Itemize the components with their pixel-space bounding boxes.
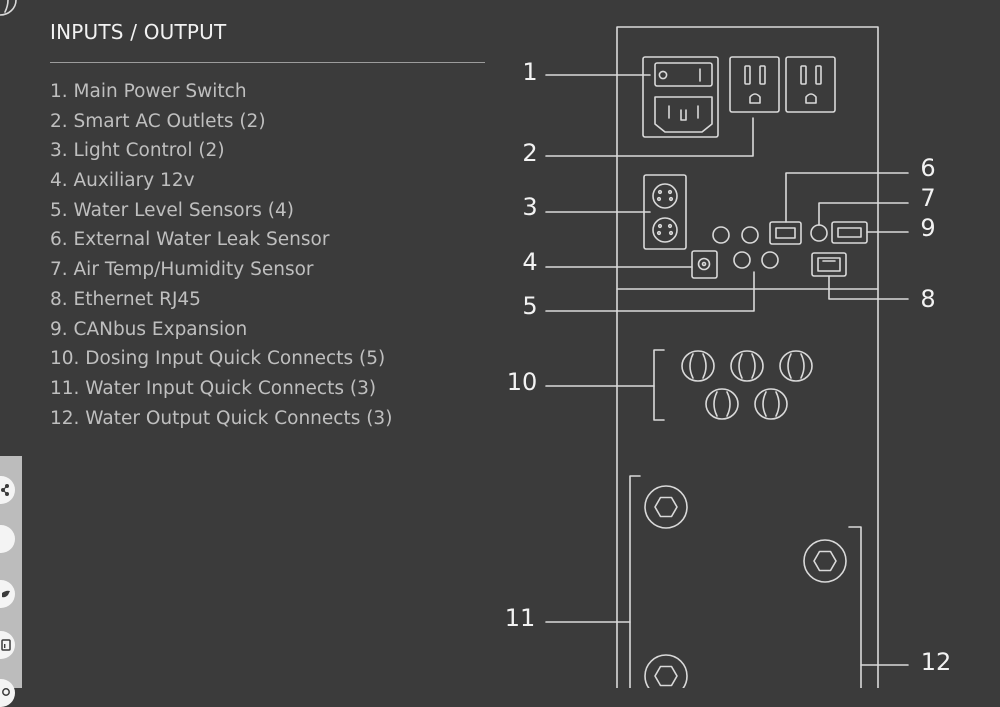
title-divider [50, 62, 485, 63]
legend-item-air-temp-humidity: 7. Air Temp/Humidity Sensor [50, 259, 314, 281]
legend-item-dosing-inputs: 10. Dosing Input Quick Connects (5) [50, 348, 386, 370]
callout-11: 11 [505, 604, 536, 632]
legend-item-smart-ac-outlets: 2. Smart AC Outlets (2) [50, 110, 266, 132]
callout-2: 2 [522, 139, 537, 167]
water-level-sensor-ports-icon [712, 226, 779, 269]
device-panel-outline [616, 26, 879, 688]
callout-8: 8 [920, 285, 935, 313]
temp-humidity-port-icon [810, 224, 828, 242]
circle-icon[interactable] [0, 525, 15, 553]
leak-sensor-port-icon [769, 221, 802, 245]
callout-4: 4 [522, 248, 537, 276]
section-title: INPUTS / OUTPUT [50, 20, 227, 44]
ac-outlets-icon [729, 56, 836, 113]
legend-item-water-outputs: 12. Water Output Quick Connects (3) [50, 407, 393, 429]
callout-5: 5 [522, 292, 537, 320]
callout-12: 12 [921, 648, 952, 676]
dosing-quick-connects-icon [0, 0, 813, 421]
legend-item-water-leak-sensor: 6. External Water Leak Sensor [50, 229, 330, 251]
power-switch-icon [642, 56, 719, 138]
callout-6: 6 [920, 154, 935, 182]
legend-item-water-level-sensors: 5. Water Level Sensors (4) [50, 199, 294, 221]
leader-line-7 [818, 202, 909, 226]
auxiliary-12v-port-icon [691, 250, 718, 279]
leader-line-2 [545, 117, 754, 157]
leader-line-8 [828, 275, 909, 300]
legend-item-main-power-switch: 1. Main Power Switch [50, 81, 247, 102]
twitter-icon[interactable] [0, 580, 15, 608]
share-icon[interactable] [0, 476, 15, 504]
legend-item-water-inputs: 11. Water Input Quick Connects (3) [50, 377, 377, 399]
callout-9: 9 [920, 214, 935, 242]
legend-item-light-control: 3. Light Control (2) [50, 140, 225, 162]
callout-7: 7 [920, 184, 935, 212]
canbus-port-icon [831, 221, 868, 244]
callout-3: 3 [522, 193, 537, 221]
linkedin-icon[interactable] [0, 631, 15, 659]
water-input-fittings-icon [629, 475, 688, 688]
legend-item-canbus: 9. CANbus Expansion [50, 318, 248, 340]
controller-port-diagram: 1 2 3 4 5 6 7 9 8 10 11 12 [0, 0, 952, 688]
ethernet-port-icon [811, 252, 847, 277]
legend-item-ethernet: 8. Ethernet RJ45 [50, 288, 201, 310]
callout-10: 10 [507, 368, 538, 396]
leader-line-6 [785, 172, 909, 223]
leader-line-5 [545, 271, 755, 312]
water-output-fittings-icon [803, 526, 862, 688]
legend-list: 1. Main Power Switch 2. Smart AC Outlets… [50, 77, 392, 433]
callout-1: 1 [522, 58, 537, 86]
legend-item-auxiliary-12v: 4. Auxiliary 12v [50, 170, 195, 192]
